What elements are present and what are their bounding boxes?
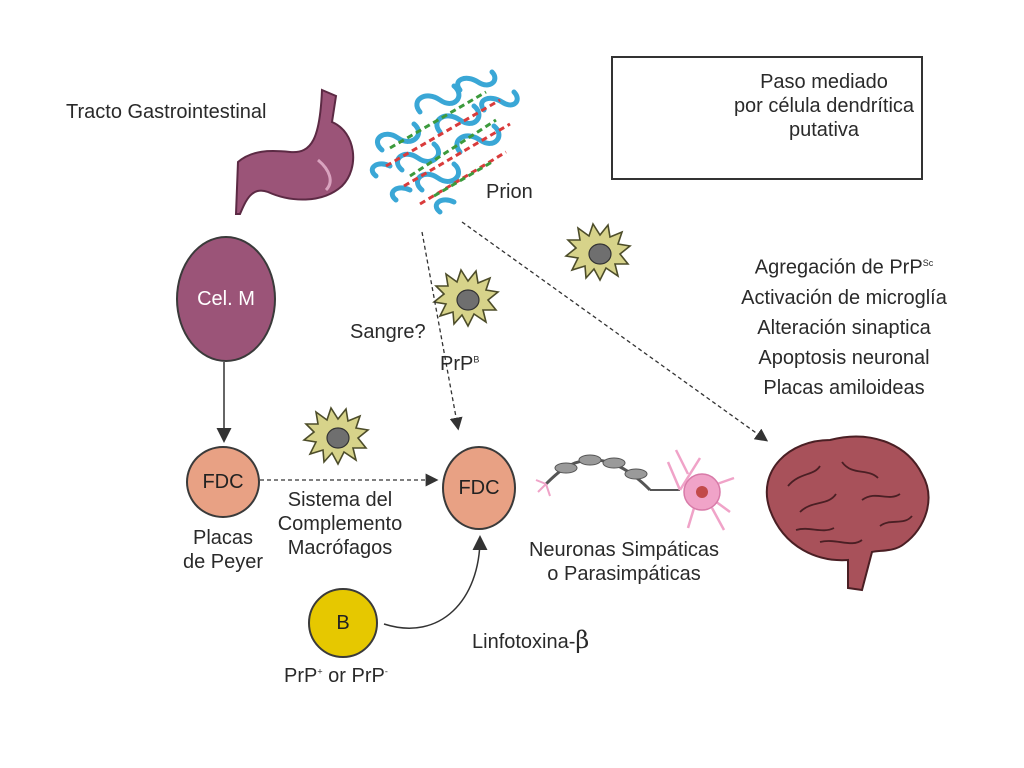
legend-text-line: por célula dendrítica (733, 95, 915, 117)
peyer-label-line: de Peyer (182, 551, 264, 573)
b-cell-label: B (336, 611, 350, 634)
effects-list: Agregación de PrPSc Activación de microg… (718, 248, 970, 403)
prion-icon (369, 69, 520, 215)
neuron-icon (535, 449, 735, 531)
beta-symbol: β (575, 626, 590, 654)
fdc-left-label: FDC (202, 470, 244, 493)
arrow-prion-to-brain (461, 221, 769, 442)
sangre-label: Sangre? (350, 321, 426, 343)
complement-label-line: Complemento (277, 513, 403, 535)
arrow-prion-to-fdc (421, 231, 463, 431)
brain-icon (765, 435, 930, 592)
b-cell-node: B (308, 588, 378, 658)
effect-item: Placas amiloideas (763, 376, 925, 399)
dendritic-cell-icon (303, 407, 369, 465)
prp-or-text: or PrP (322, 665, 385, 687)
neurons-label-line: o Parasimpáticas (547, 563, 701, 585)
fdc-right-node: FDC (442, 446, 516, 530)
neurons-label: Neuronas Simpáticas o Parasimpáticas (504, 538, 744, 586)
effect-text: Agregación de PrP (754, 256, 923, 279)
linfotoxina-label: Linfotoxina-β (472, 626, 589, 655)
complement-label-line: Macrófagos (287, 537, 393, 559)
neurons-label-line: Neuronas Simpáticas (528, 539, 720, 561)
complement-label-line: Sistema del (287, 489, 393, 511)
prion-label: Prion (486, 181, 533, 203)
dendritic-cell-icon (565, 223, 631, 281)
effect-item: Alteración sinaptica (757, 316, 931, 339)
prp-b-label: PrPB (440, 352, 479, 376)
complement-label: Sistema del Complemento Macrófagos (266, 488, 414, 560)
peyer-label-line: Placas (192, 527, 254, 549)
stomach-icon (234, 88, 355, 215)
prp-text: PrP (284, 665, 318, 687)
legend-text-line: putativa (788, 119, 860, 141)
linfotoxina-text: Linfotoxina- (472, 631, 576, 653)
legend-text-line: Paso mediado (760, 71, 888, 93)
effect-item: Agregación de PrPSc (718, 248, 970, 283)
effect-superscript: Sc (922, 258, 934, 268)
prp-minus-superscript: - (384, 666, 388, 677)
effect-item: Activación de microglía (741, 286, 947, 309)
fdc-right-label: FDC (458, 476, 500, 499)
effect-item: Apoptosis neuronal (758, 346, 930, 369)
dendritic-cell-icon (433, 269, 499, 327)
arrow-b-to-fdc (383, 535, 488, 629)
cel-m-node: Cel. M (176, 236, 276, 362)
prp-plus-superscript: + (317, 666, 323, 677)
cel-m-label: Cel. M (197, 287, 255, 310)
peyer-label: Placas de Peyer (168, 526, 278, 574)
prp-status-label: PrP+ or PrP- (284, 664, 388, 688)
prp-b-superscript: B (473, 354, 480, 365)
legend-box (611, 56, 923, 180)
legend-text: Paso mediado por célula dendrítica putat… (724, 70, 924, 142)
gi-tract-label: Tracto Gastrointestinal (66, 101, 267, 123)
fdc-left-node: FDC (186, 446, 260, 518)
prp-b-text: PrP (440, 353, 474, 375)
